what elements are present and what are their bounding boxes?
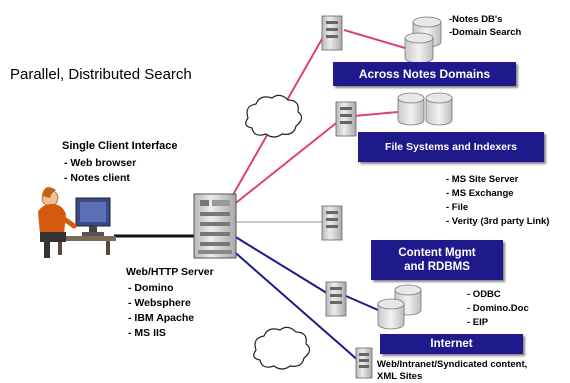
- file-item: - Verity (3rd party Link): [446, 216, 550, 227]
- content-mgmt-line2: and RDBMS: [404, 261, 470, 273]
- database-icon: [377, 284, 422, 330]
- client-heading: Single Client Interface: [62, 140, 178, 152]
- user-workstation-icon: [38, 187, 116, 258]
- page-title: Parallel, Distributed Search: [10, 66, 192, 83]
- database-icon: [404, 16, 442, 64]
- client-item: - Web browser: [64, 157, 137, 169]
- main-server-icon: [193, 193, 237, 259]
- content-mgmt-box: Content Mgmt and RDBMS: [371, 240, 503, 280]
- server-icon: [321, 205, 343, 241]
- rdbms-item: - Domino.Doc: [467, 303, 529, 314]
- file-item: - MS Site Server: [446, 174, 519, 185]
- file-item: - File: [446, 202, 469, 213]
- link-server-db1: [343, 29, 406, 49]
- file-item: - MS Exchange: [446, 188, 514, 199]
- server-item: - MS IIS: [128, 327, 166, 339]
- server-item: - Websphere: [128, 297, 191, 309]
- server-icon: [321, 15, 343, 51]
- server-icon: [335, 101, 357, 137]
- link-server-db2: [353, 111, 399, 117]
- server-item: - Domino: [128, 282, 174, 294]
- file-systems-box: File Systems and Indexers: [358, 132, 544, 162]
- cloud-icon: [253, 326, 311, 370]
- rdbms-item: - ODBC: [467, 289, 501, 300]
- notes-db-item: -Notes DB's: [449, 14, 503, 25]
- link-file-systems: [231, 119, 341, 207]
- database-icon: [397, 92, 453, 126]
- client-item: - Notes client: [64, 172, 130, 184]
- server-icon: [355, 347, 373, 379]
- internet-item: XML Sites: [377, 371, 423, 382]
- link-server-db3: [345, 295, 379, 311]
- notes-db-item: -Domain Search: [449, 27, 522, 38]
- rdbms-item: - EIP: [467, 317, 489, 328]
- content-mgmt-line1: Content Mgmt: [398, 247, 476, 259]
- internet-item: Web/Intranet/Syndicated content,: [377, 359, 528, 370]
- server-icon: [325, 281, 347, 317]
- cloud-icon: [245, 94, 303, 138]
- notes-domains-box: Across Notes Domains: [333, 62, 516, 86]
- server-heading: Web/HTTP Server: [126, 266, 214, 278]
- link-rdbms: [233, 235, 331, 296]
- server-item: - IBM Apache: [128, 312, 195, 324]
- internet-box: Internet: [380, 334, 523, 354]
- link-internet: [229, 247, 361, 363]
